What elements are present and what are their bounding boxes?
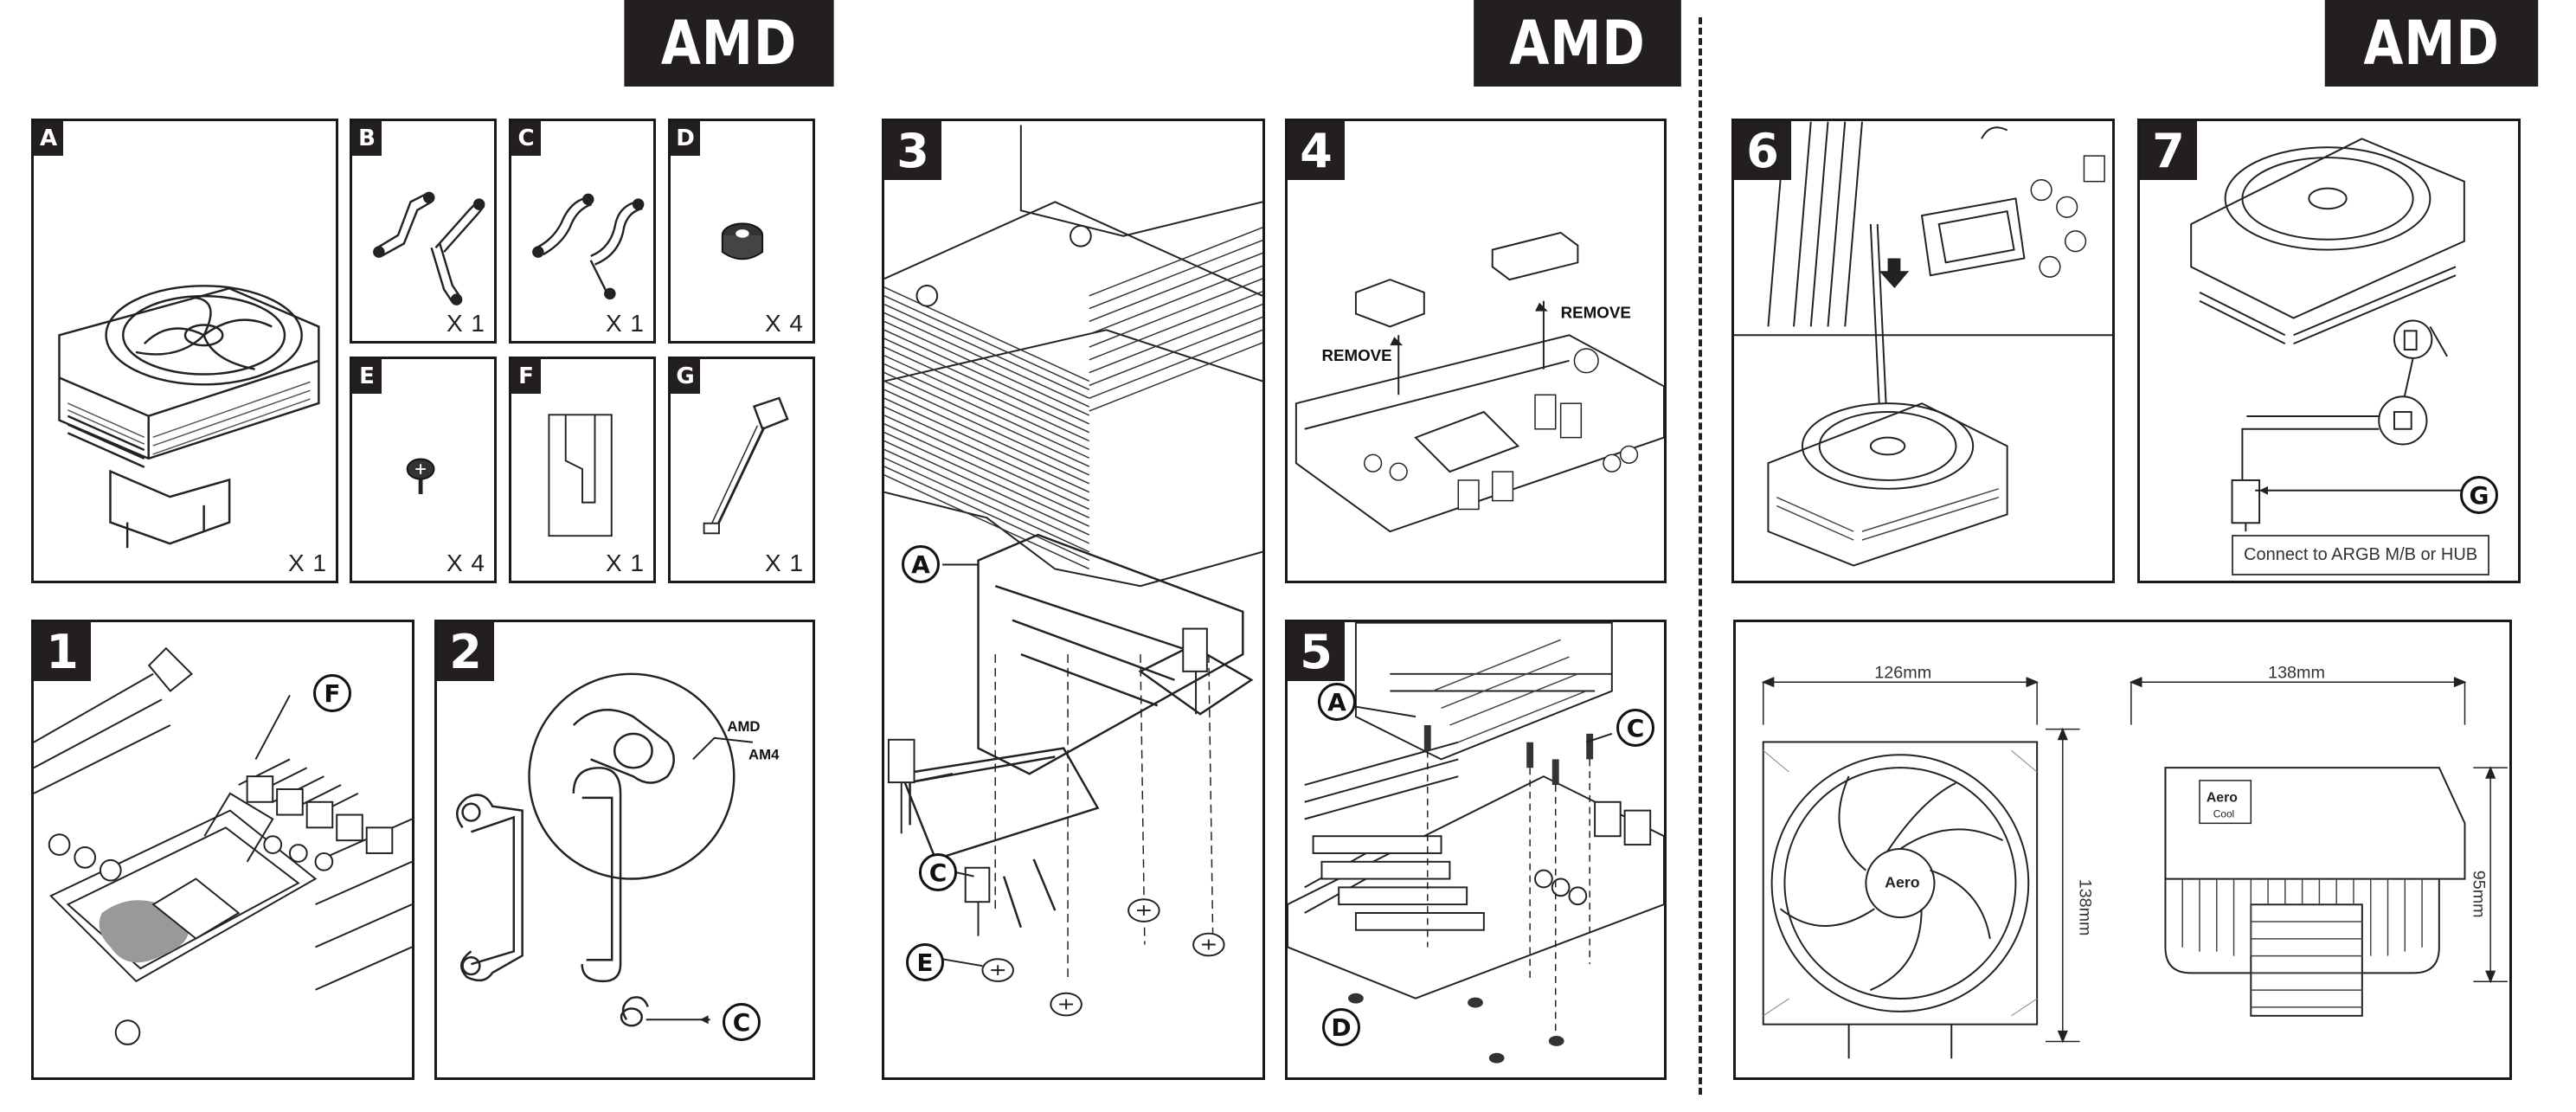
callout-d: D: [1322, 1008, 1360, 1046]
part-qty: X 4: [446, 550, 485, 577]
part-b-panel: B X 1: [350, 119, 497, 344]
callout-a: A: [1318, 683, 1356, 721]
amd-header-middle: AMD: [1474, 0, 1681, 87]
part-e-panel: E X 4: [350, 357, 497, 583]
mounting-bracket-b-icon: [352, 121, 494, 341]
step-3-panel: 3: [882, 119, 1265, 1080]
callout-c: C: [1616, 709, 1654, 747]
dim-height-right: 95mm: [2469, 871, 2488, 918]
dimensions-panel: 126mm 138mm 138mm 95mm Aero Aero Cool: [1733, 620, 2512, 1080]
step-4-panel: 4 REMOVE REMOVE: [1285, 119, 1667, 583]
remove-label-left: REMOVE: [1321, 346, 1391, 364]
amd-header-left: AMD: [624, 0, 833, 87]
step-5-panel: 5 A C D: [1285, 620, 1667, 1080]
socket-label-am4: AM4: [748, 746, 780, 762]
dim-width-top: 126mm: [1874, 663, 1931, 682]
remove-label-right: REMOVE: [1561, 304, 1631, 322]
step-6-panel: 6: [1731, 119, 2115, 583]
part-qty: X 4: [765, 310, 804, 337]
amd-header-right: AMD: [2325, 0, 2539, 87]
callout-g: G: [2460, 476, 2498, 514]
brand-logo-side: Aero: [2207, 791, 2238, 806]
screw-icon: [352, 359, 494, 581]
connect-argb-illustration: [2140, 121, 2518, 581]
dim-height-side: 138mm: [2076, 879, 2095, 936]
nut-icon: [671, 121, 813, 341]
brand-sub-side: Cool: [2213, 807, 2234, 820]
socket-label-amd: AMD: [727, 718, 760, 735]
cpu-cooler-illustration: [34, 121, 336, 581]
part-qty: X 1: [606, 550, 645, 577]
connect-fan-cable-illustration: [1734, 121, 2112, 581]
step-7-panel: 7 G Connect to ARGB M/B or HUB: [2137, 119, 2521, 583]
cooler-dimensions-illustration: 126mm 138mm 138mm 95mm Aero Aero Cool: [1736, 622, 2509, 1077]
part-f-panel: F X 1: [509, 357, 656, 583]
part-c-panel: C X 1: [509, 119, 656, 344]
part-qty: X 1: [446, 310, 485, 337]
argb-cable-icon: [671, 359, 813, 581]
connect-argb-note: Connect to ARGB M/B or HUB: [2232, 535, 2489, 575]
brand-logo-top: Aero: [1885, 874, 1920, 891]
part-qty: X 1: [765, 550, 804, 577]
callout-a: A: [902, 545, 940, 583]
remove-stock-brackets-illustration: REMOVE REMOVE: [1288, 121, 1664, 581]
apply-thermal-paste-illustration: [34, 622, 412, 1077]
part-d-panel: D X 4: [668, 119, 815, 344]
part-qty: X 1: [288, 550, 327, 577]
part-a-panel: A X 1: [31, 119, 338, 583]
step-2-panel: 2 AMD AM4 C: [434, 620, 815, 1080]
mounting-bracket-c-icon: [511, 121, 653, 341]
thermal-paste-icon: [511, 359, 653, 581]
attach-bracket-illustration: [884, 121, 1262, 1077]
step-1-panel: 1 F: [31, 620, 414, 1080]
callout-e: E: [906, 943, 944, 981]
callout-c: C: [919, 853, 957, 891]
callout-c: C: [723, 1003, 761, 1041]
dim-width-side: 138mm: [2268, 663, 2325, 682]
part-g-panel: G X 1: [668, 357, 815, 583]
fold-line: [1699, 17, 1702, 1095]
callout-f: F: [313, 674, 351, 712]
part-qty: X 1: [606, 310, 645, 337]
